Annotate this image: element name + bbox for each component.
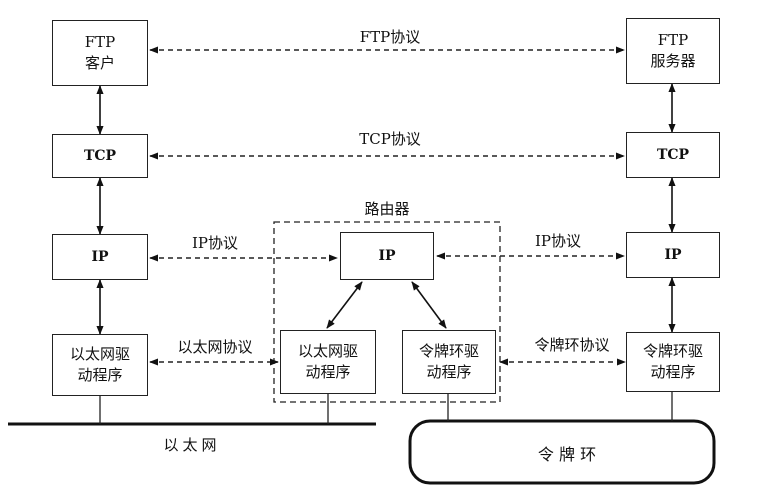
right-ftp-line1: FTP: [657, 31, 689, 49]
token-ring-label: 令 牌 环: [537, 445, 597, 464]
right-ip-label: IP: [664, 246, 682, 263]
left-tcp-label: TCP: [83, 147, 117, 164]
right-tcp-box: TCP: [626, 132, 720, 178]
right-ftp-line2: 服务器: [650, 52, 696, 70]
right-tcp-label: TCP: [656, 146, 690, 163]
left-ftp-client-box: FTP 客户: [52, 20, 148, 86]
router-ethernet-driver-box: 以太网驱 动程序: [280, 330, 376, 394]
token-ring-shape: [408, 419, 716, 485]
right-driver-line2: 动程序: [650, 363, 696, 381]
left-ethernet-driver-box: 以太网驱 动程序: [52, 334, 148, 396]
router-boundary: [273, 221, 501, 403]
router-eth-line1: 以太网驱: [297, 342, 358, 360]
left-ip-box: IP: [52, 234, 148, 280]
ethernet-protocol-label: 以太网协议: [177, 338, 253, 356]
router-ip-eth-arrow: [326, 281, 363, 329]
router-eth-line2: 动程序: [305, 363, 351, 381]
router-token-ring-driver-box: 令牌环驱 动程序: [402, 330, 496, 394]
right-ftp-server-box: FTP 服务器: [626, 18, 720, 84]
left-ftp-line2: 客户: [84, 54, 115, 72]
right-token-ring-driver-box: 令牌环驱 动程序: [626, 332, 720, 392]
router-ip-tr-arrow: [411, 281, 447, 329]
left-ip-label: IP: [91, 248, 109, 265]
router-tr-line1: 令牌环驱: [418, 342, 479, 360]
router-ip-label: IP: [378, 247, 396, 264]
router-title: 路由器: [364, 200, 410, 218]
left-driver-line2: 动程序: [77, 366, 123, 384]
token-ring-protocol-label: 令牌环协议: [534, 336, 610, 354]
ip-protocol-label-left: IP协议: [191, 234, 239, 252]
left-tcp-box: TCP: [52, 134, 148, 178]
ip-protocol-label-right: IP协议: [534, 232, 582, 250]
right-driver-line1: 令牌环驱: [642, 342, 703, 360]
tcp-protocol-label: TCP协议: [359, 130, 421, 148]
ethernet-label: 以太网: [163, 436, 221, 454]
left-ftp-line1: FTP: [84, 33, 116, 51]
ftp-protocol-label: FTP协议: [359, 28, 421, 46]
router-tr-line2: 动程序: [426, 363, 472, 381]
left-driver-line1: 以太网驱: [69, 345, 130, 363]
router-ip-box: IP: [340, 232, 434, 280]
right-ip-box: IP: [626, 232, 720, 278]
